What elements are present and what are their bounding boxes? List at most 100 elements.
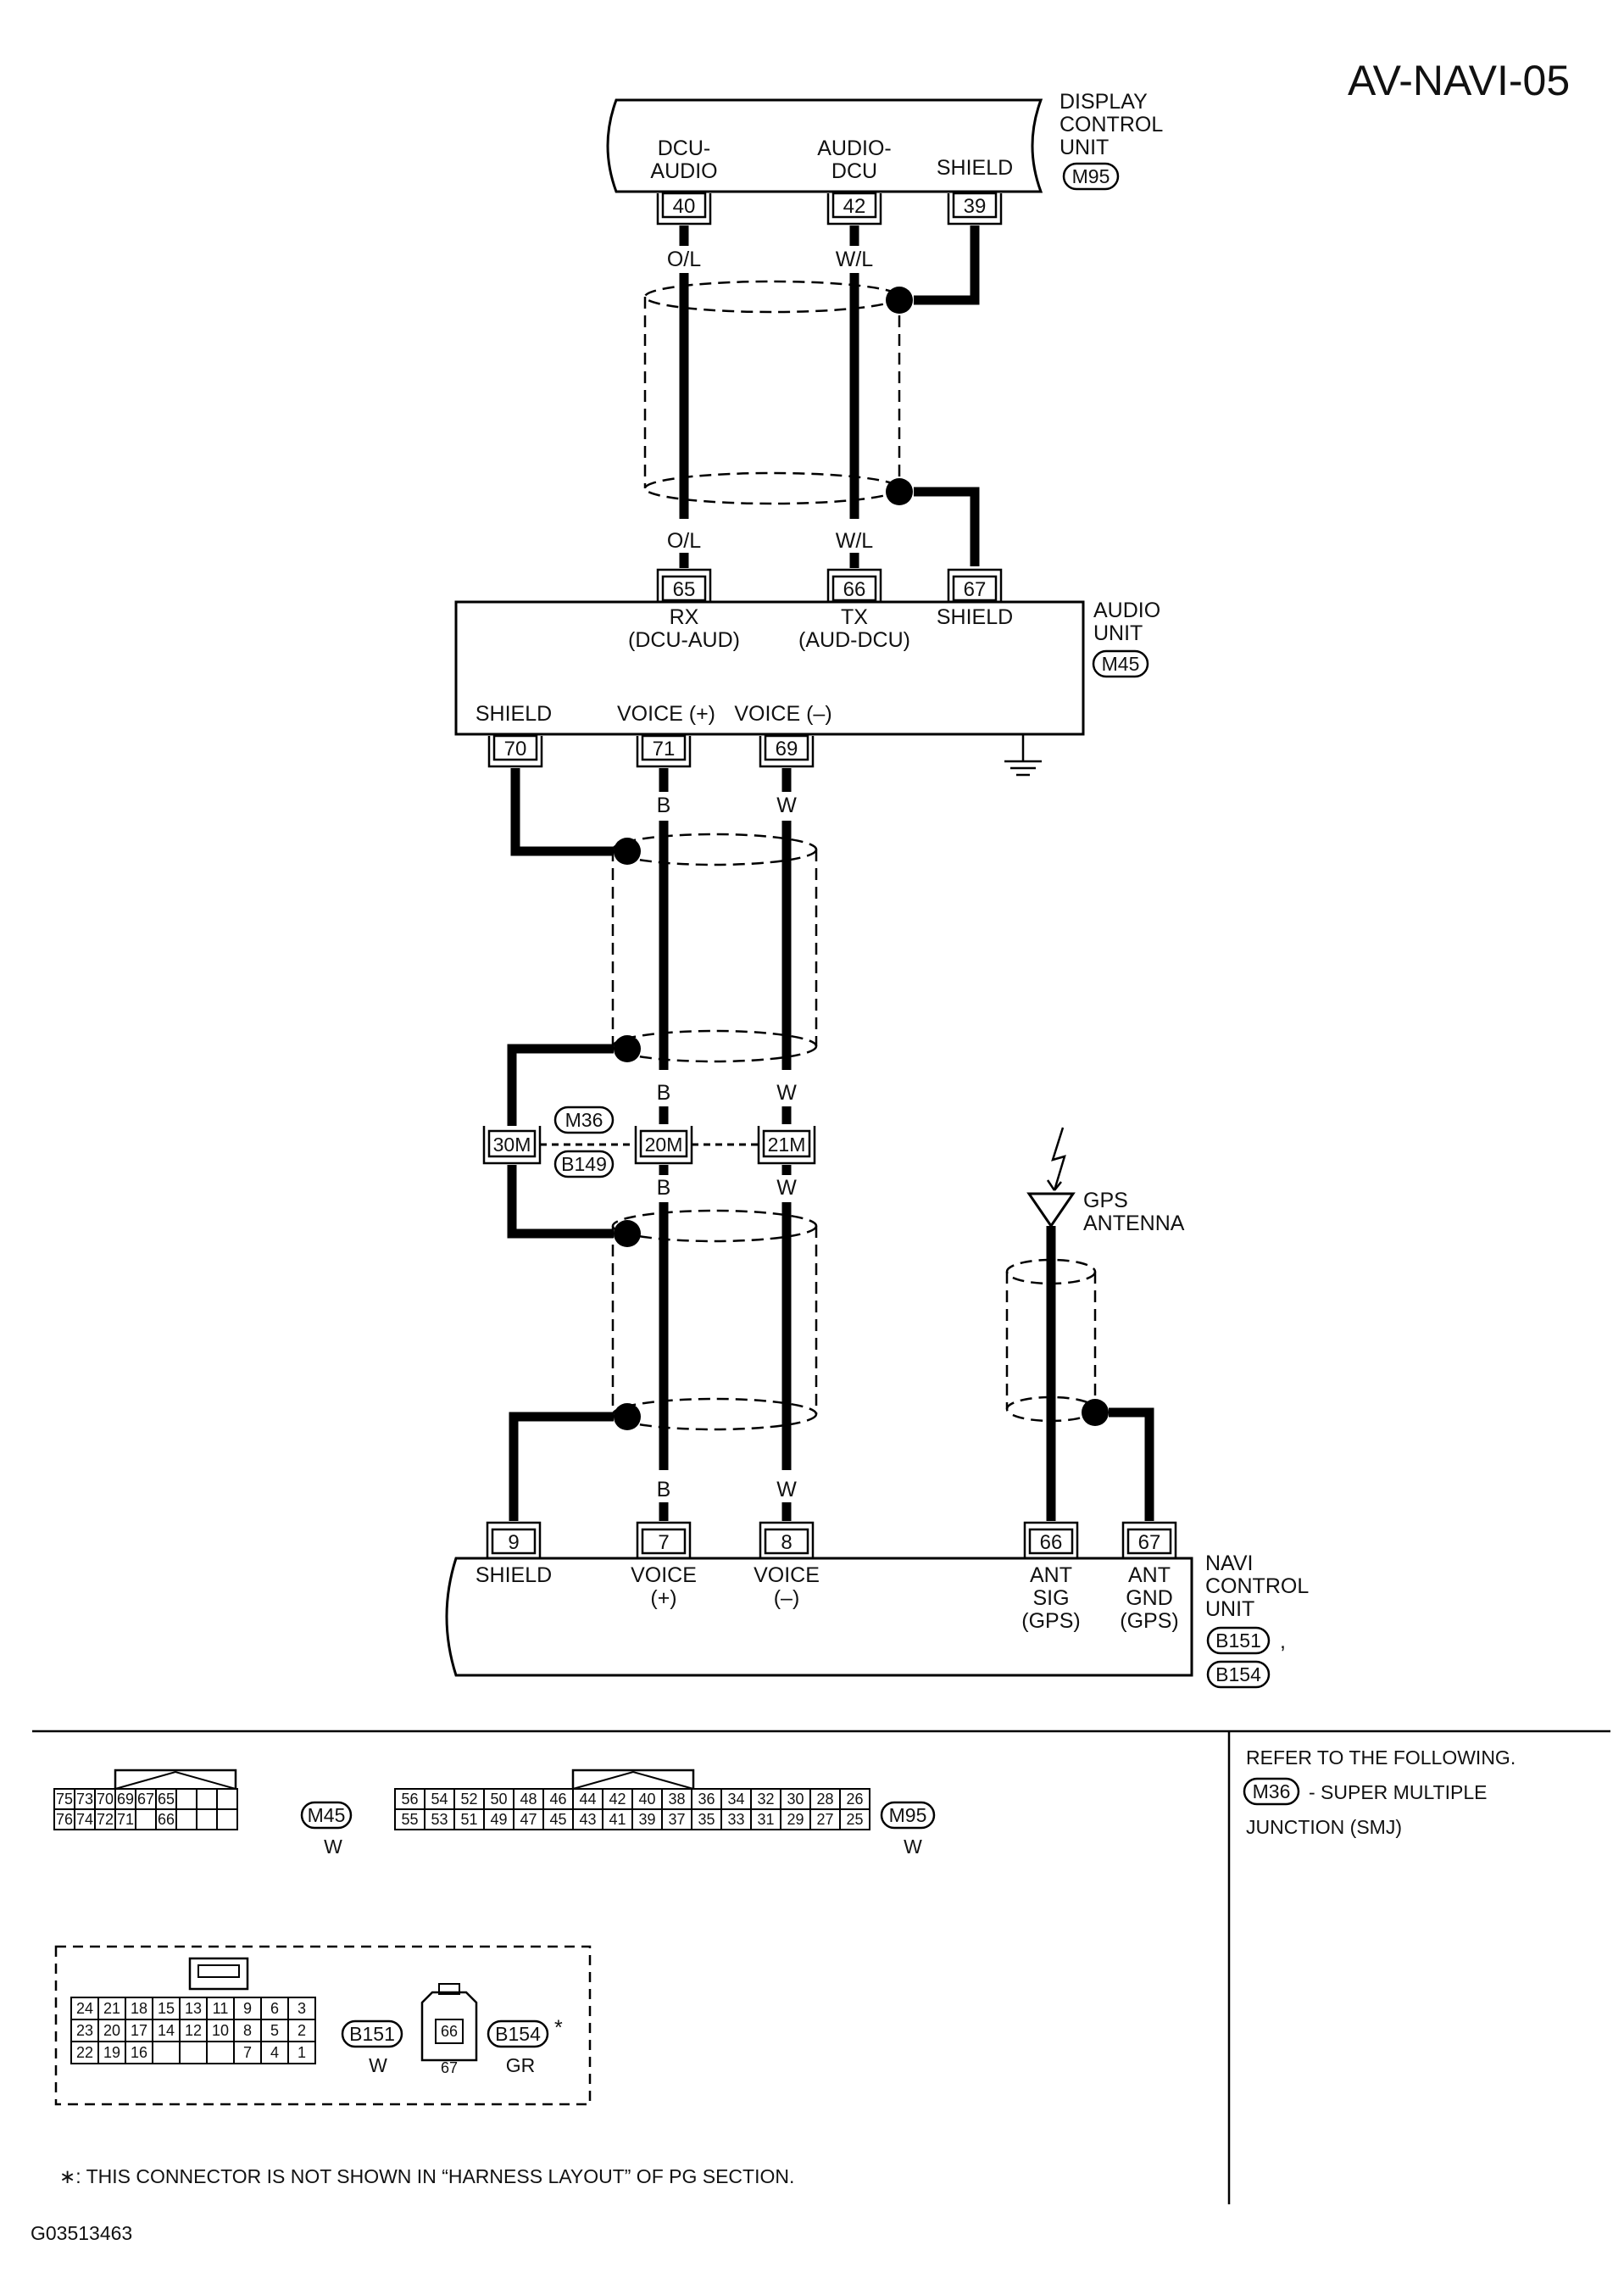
b151-pin-4: 4 bbox=[270, 2044, 279, 2061]
wire-color-wl-bottom: W/L bbox=[836, 529, 874, 553]
dcu-name-line2: CONTROL bbox=[1059, 113, 1163, 136]
svg-text:65: 65 bbox=[673, 578, 696, 601]
b151-cell bbox=[152, 2041, 181, 2064]
audio-pin67-label: SHIELD bbox=[937, 605, 1013, 629]
junction-connector-b149: B149 bbox=[561, 1153, 607, 1175]
m95-pin-42: 42 bbox=[609, 1791, 626, 1808]
m95-pin-27: 27 bbox=[816, 1811, 833, 1828]
wire-color-ol-bottom: O/L bbox=[667, 529, 701, 553]
m95-pin-31: 31 bbox=[757, 1811, 774, 1828]
m95-pin-51: 51 bbox=[460, 1811, 477, 1828]
navi-pin67-label-2: GND bbox=[1126, 1586, 1173, 1610]
b154-pin-67: 67 bbox=[441, 2059, 458, 2076]
audio-pin-65: 65 bbox=[656, 568, 712, 602]
m45-cell bbox=[135, 1808, 157, 1830]
navi-name-line2: CONTROL bbox=[1205, 1574, 1309, 1598]
navi-pin67-label-3: (GPS) bbox=[1120, 1609, 1178, 1633]
audio-pin-70: 70 bbox=[487, 734, 543, 768]
m95-pin-37: 37 bbox=[668, 1811, 685, 1828]
dcu-pin-39: 39 bbox=[947, 192, 1003, 226]
gps-antenna-label-1: GPS bbox=[1083, 1189, 1128, 1212]
m45-pin-76: 76 bbox=[56, 1811, 73, 1828]
m45-pin-65: 65 bbox=[158, 1791, 175, 1808]
dcu-name-line3: UNIT bbox=[1059, 136, 1109, 159]
m45-pin-70: 70 bbox=[97, 1791, 114, 1808]
junction-connector: 30M 20M 21M M36 B149 bbox=[482, 1106, 816, 1178]
m45-pin-75: 75 bbox=[56, 1791, 73, 1808]
wire-color-w-1: W bbox=[776, 794, 797, 817]
b151-pin-6: 6 bbox=[270, 2000, 279, 2017]
m95-pin-39: 39 bbox=[638, 1811, 655, 1828]
m95-pin-56: 56 bbox=[401, 1791, 418, 1808]
dcu-connector-id: M95 bbox=[1072, 165, 1110, 187]
page-title: AV-NAVI-05 bbox=[1348, 57, 1570, 104]
navi-connector-separator: , bbox=[1280, 1629, 1286, 1653]
b154-face-color: GR bbox=[506, 2054, 536, 2076]
svg-text:20M: 20M bbox=[645, 1134, 683, 1156]
navi-name-line3: UNIT bbox=[1205, 1597, 1254, 1621]
m45-cell bbox=[196, 1788, 218, 1810]
m95-pin-29: 29 bbox=[787, 1811, 804, 1828]
footnote: ∗: THIS CONNECTOR IS NOT SHOWN IN “HARNE… bbox=[59, 2165, 794, 2187]
svg-text:67: 67 bbox=[964, 578, 987, 601]
b151-pin-1: 1 bbox=[298, 2044, 306, 2061]
m95-pin-34: 34 bbox=[727, 1791, 744, 1808]
b151-pin-14: 14 bbox=[158, 2022, 175, 2039]
junction-terminal-21m: 21M bbox=[757, 1126, 816, 1165]
m45-pin-69: 69 bbox=[117, 1791, 134, 1808]
m95-pin-28: 28 bbox=[816, 1791, 833, 1808]
b151-pin-19: 19 bbox=[103, 2044, 120, 2061]
b154-pin-66: 66 bbox=[441, 2023, 458, 2040]
audio-unit-name-line1: AUDIO bbox=[1093, 599, 1160, 622]
refer-connector: M36 bbox=[1253, 1780, 1291, 1802]
navi-connector-b151: B151 bbox=[1215, 1629, 1261, 1652]
audio-pin-69: 69 bbox=[759, 734, 815, 768]
audio-pin-67: 67 bbox=[947, 568, 1003, 602]
b151-pin-9: 9 bbox=[243, 2000, 252, 2017]
m95-pin-52: 52 bbox=[460, 1791, 477, 1808]
m95-face-id: M95 bbox=[889, 1804, 927, 1826]
refer-heading: REFER TO THE FOLLOWING. bbox=[1246, 1746, 1516, 1769]
b151-pin-13: 13 bbox=[185, 2000, 202, 2017]
m45-pin-66: 66 bbox=[158, 1811, 175, 1828]
audio-pin-71: 71 bbox=[636, 734, 692, 768]
navi-name-line1: NAVI bbox=[1205, 1551, 1254, 1575]
b151-pin-10: 10 bbox=[212, 2022, 229, 2039]
svg-text:66: 66 bbox=[1040, 1531, 1063, 1554]
figure-id: G03513463 bbox=[31, 2222, 132, 2244]
b151-face-id: B151 bbox=[349, 2023, 395, 2045]
b151-cell bbox=[179, 2041, 208, 2064]
navi-pin-8: 8 bbox=[759, 1521, 815, 1558]
dcu-name-line1: DISPLAY bbox=[1059, 90, 1148, 114]
m95-pin-45: 45 bbox=[549, 1811, 566, 1828]
svg-text:30M: 30M bbox=[493, 1134, 531, 1156]
b151-pin-16: 16 bbox=[131, 2044, 147, 2061]
dcu-pin39-label: SHIELD bbox=[937, 156, 1013, 180]
wire-color-b-4: B bbox=[657, 1478, 671, 1501]
audio-unit-connector-id: M45 bbox=[1102, 653, 1140, 675]
b151-pin-22: 22 bbox=[76, 2044, 93, 2061]
voice-wires-lower: B W B W bbox=[507, 1165, 818, 1521]
refer-note: REFER TO THE FOLLOWING. M36 - SUPER MULT… bbox=[1243, 1746, 1516, 1838]
m45-pin-73: 73 bbox=[76, 1791, 93, 1808]
m45-pin-71: 71 bbox=[117, 1811, 134, 1828]
dcu-pin40-label-1: DCU- bbox=[658, 136, 711, 160]
svg-text:9: 9 bbox=[508, 1531, 519, 1554]
wire-color-b-2: B bbox=[657, 1081, 671, 1105]
b154-asterisk: * bbox=[554, 2016, 563, 2040]
audio-pin-66: 66 bbox=[826, 568, 882, 602]
b151-pin-24: 24 bbox=[76, 2000, 93, 2017]
wire-color-w-4: W bbox=[776, 1478, 797, 1501]
b151-pin-8: 8 bbox=[243, 2022, 252, 2039]
m45-cell bbox=[196, 1808, 218, 1830]
wire-color-w-3: W bbox=[776, 1176, 797, 1200]
m45-pin-72: 72 bbox=[97, 1811, 114, 1828]
svg-text:39: 39 bbox=[964, 195, 987, 218]
dcu-audio-wires: O/L W/L O/L W/L bbox=[643, 226, 980, 568]
junction-terminal-30m: 30M bbox=[482, 1126, 542, 1165]
display-control-unit: DISPLAY CONTROL UNIT M95 DCU- AUDIO AUDI… bbox=[606, 90, 1163, 226]
dcu-pin40-label-2: AUDIO bbox=[650, 159, 717, 183]
wire-color-b-3: B bbox=[657, 1176, 671, 1200]
refer-text-2: JUNCTION (SMJ) bbox=[1246, 1816, 1402, 1838]
wire-color-w-2: W bbox=[776, 1081, 797, 1105]
